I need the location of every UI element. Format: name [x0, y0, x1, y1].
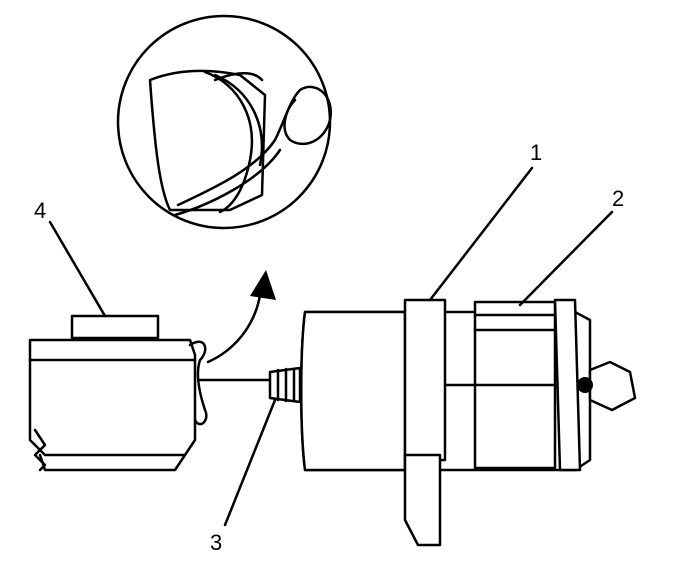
connector	[28, 314, 272, 472]
terminal-stud	[268, 366, 302, 404]
callout-3: 3	[210, 530, 223, 555]
detail-inset	[116, 14, 333, 230]
solenoid	[300, 298, 637, 547]
arrow-head	[250, 270, 276, 300]
leader-2	[518, 210, 614, 307]
leader-4	[48, 220, 107, 318]
leader-3	[223, 398, 277, 527]
callout-2: 2	[612, 186, 625, 211]
callout-4: 4	[34, 198, 47, 223]
curved-arrow	[206, 293, 262, 364]
leader-1	[428, 166, 534, 302]
callout-1: 1	[530, 140, 543, 165]
